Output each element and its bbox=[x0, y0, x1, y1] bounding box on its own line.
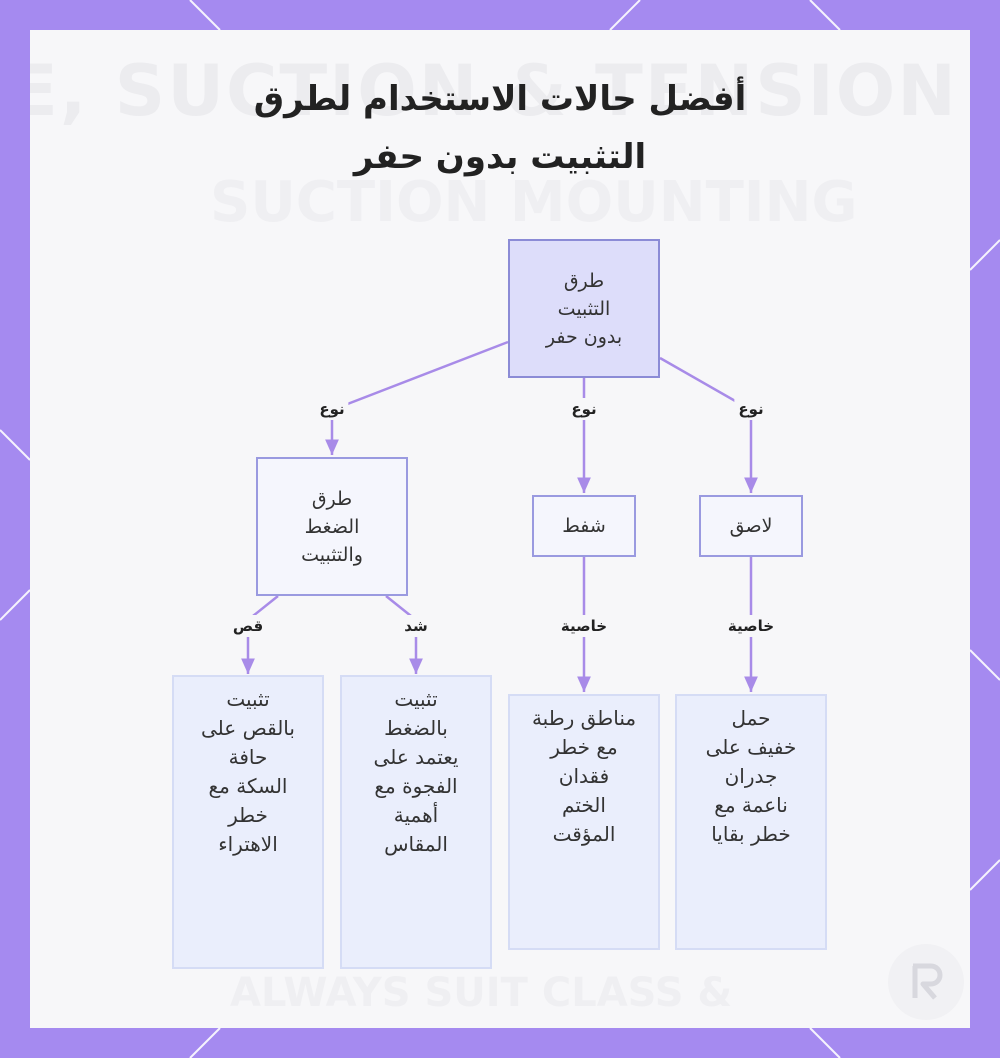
edge-label-type-suction: نوع bbox=[567, 398, 600, 420]
node-label: مناطق رطبة مع خطر فقدان الختم المؤقت bbox=[532, 704, 636, 849]
edge-label-type-pressure: نوع bbox=[315, 398, 348, 420]
node-pressure-methods: طرق الضغط والتثبيت bbox=[256, 457, 408, 596]
node-label: طرق الضغط والتثبيت bbox=[301, 485, 363, 569]
edge-label-cut: قص bbox=[229, 615, 267, 637]
edge-label-type-adhesive: نوع bbox=[734, 398, 767, 420]
edge-label-tension: شد bbox=[400, 615, 431, 637]
node-no-drill-methods: طرق التثبيت بدون حفر bbox=[508, 239, 660, 378]
node-label: حمل خفيف على جدران ناعمة مع خطر بقايا bbox=[706, 704, 797, 849]
edge-label-property-suction: خاصية bbox=[557, 615, 611, 637]
edge-root-to-adhesive bbox=[660, 358, 751, 493]
logo-badge bbox=[888, 944, 964, 1020]
node-label: تثبيت بالضغط يعتمد على الفجوة مع أهمية ا… bbox=[374, 685, 459, 859]
logo-icon bbox=[909, 962, 943, 1002]
node-label: شفط bbox=[562, 512, 606, 540]
node-adhesive: لاصق bbox=[699, 495, 803, 557]
node-wet-areas: مناطق رطبة مع خطر فقدان الختم المؤقت bbox=[508, 694, 660, 950]
node-label: طرق التثبيت بدون حفر bbox=[546, 267, 622, 351]
node-rail-mount: تثبيت بالقص على حافة السكة مع خطر الاهتر… bbox=[172, 675, 324, 969]
edge-label-property-adhesive: خاصية bbox=[724, 615, 778, 637]
node-label: لاصق bbox=[730, 512, 773, 540]
edge-root-to-pressure bbox=[332, 342, 508, 455]
node-tension-mount: تثبيت بالضغط يعتمد على الفجوة مع أهمية ا… bbox=[340, 675, 492, 969]
node-label: تثبيت بالقص على حافة السكة مع خطر الاهتر… bbox=[201, 685, 295, 859]
node-suction: شفط bbox=[532, 495, 636, 557]
node-light-load: حمل خفيف على جدران ناعمة مع خطر بقايا bbox=[675, 694, 827, 950]
